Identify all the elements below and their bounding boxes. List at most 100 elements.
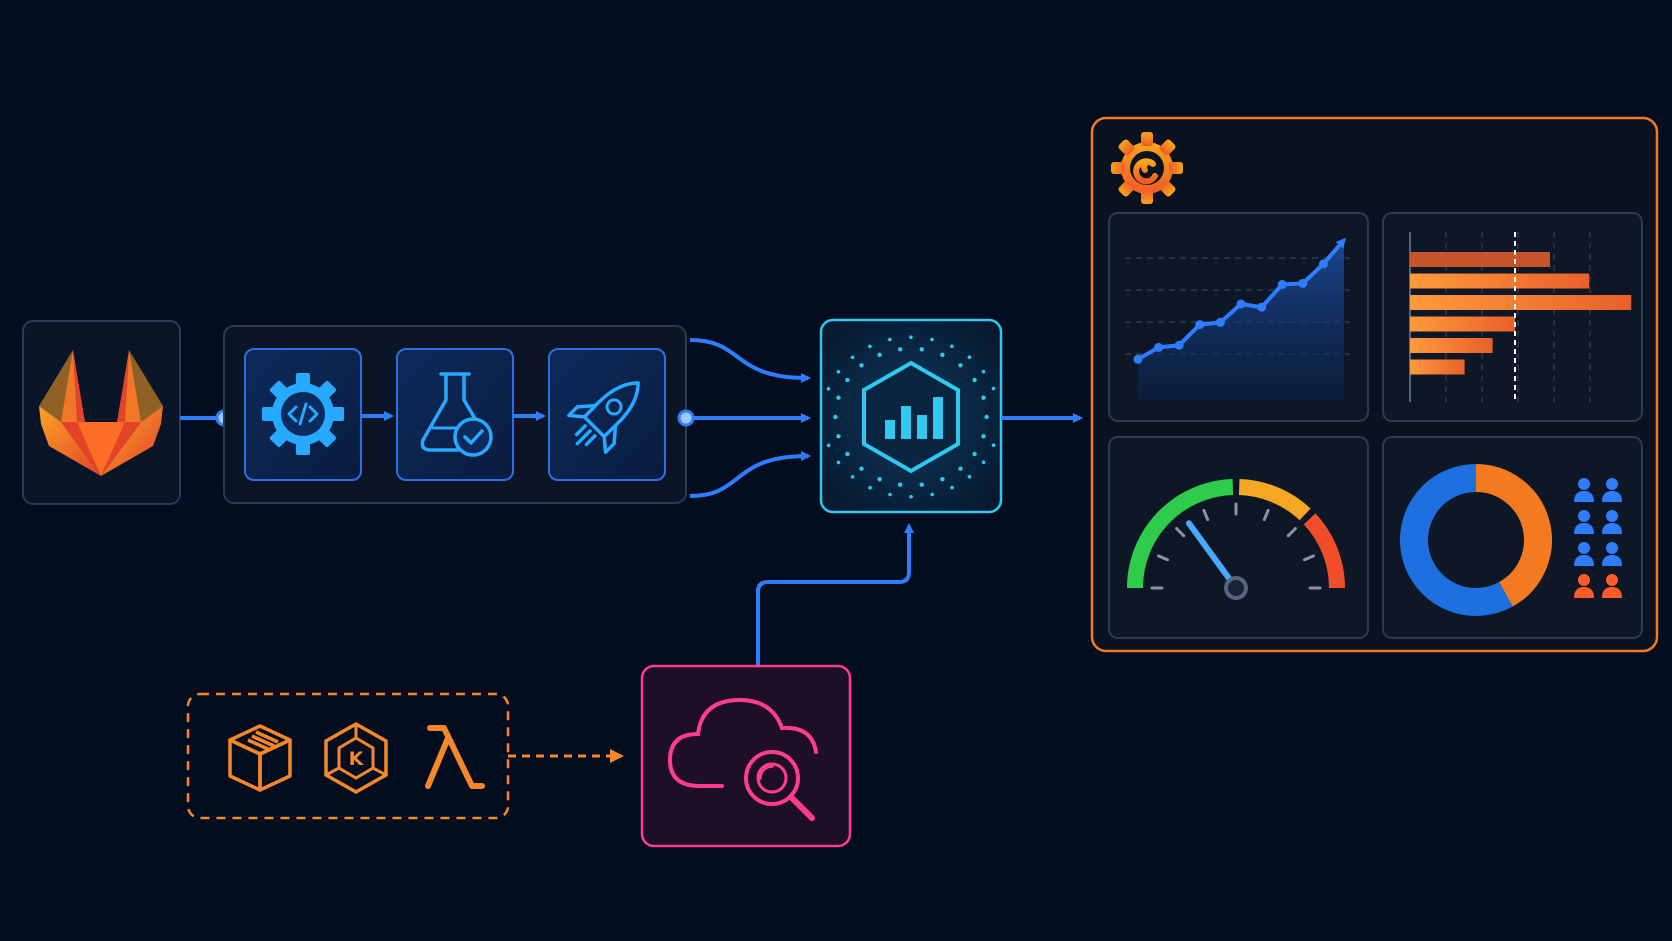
person-body xyxy=(1602,587,1622,598)
grafana-tooth xyxy=(1141,132,1153,146)
person-head xyxy=(1606,510,1618,522)
sparkle-dot xyxy=(958,363,963,368)
test-stage xyxy=(396,348,514,481)
person-icon xyxy=(1574,478,1594,502)
gauge-tick xyxy=(1286,527,1297,538)
sparkle-dot xyxy=(836,369,841,374)
sparkle-dot xyxy=(868,344,872,349)
person-icon xyxy=(1574,542,1594,566)
sparkle-dot xyxy=(836,395,841,400)
people-icons xyxy=(1574,478,1622,598)
person-head xyxy=(1578,510,1590,522)
sparkle-dot xyxy=(909,495,913,499)
ec2-box-icon xyxy=(228,724,292,792)
donut-panel xyxy=(1382,436,1643,639)
person-body xyxy=(1602,555,1622,566)
line-chart-point xyxy=(1174,340,1184,350)
sparkle-dot xyxy=(836,434,841,439)
person-icon xyxy=(1574,510,1594,534)
sparkle-dot xyxy=(845,377,850,383)
hexagon-bar-chart-icon xyxy=(862,360,960,474)
line-chart-point xyxy=(1133,354,1143,364)
person-head xyxy=(1578,542,1590,554)
sparkle-dot xyxy=(981,395,986,400)
line-chart-points xyxy=(1133,259,1328,364)
person-body xyxy=(1602,523,1622,534)
donut-chart xyxy=(1399,464,1552,616)
person-body xyxy=(1574,491,1594,502)
gauge-hub xyxy=(1224,576,1248,600)
sparkle-dot xyxy=(833,414,838,420)
person-icon xyxy=(1602,510,1622,534)
sparkle-dot xyxy=(859,466,864,471)
cloudwatch-node xyxy=(640,664,852,848)
line-chart-panel xyxy=(1108,212,1369,422)
sparkle-dot xyxy=(967,474,972,479)
arrow-cloudwatch-hub xyxy=(756,523,914,665)
sparkle-dot xyxy=(991,386,996,391)
deploy-stage xyxy=(548,348,666,481)
grafana-tooth xyxy=(1159,180,1176,197)
aws-sources-group: K xyxy=(186,692,510,820)
sparkle-dot xyxy=(868,485,872,490)
gauge-segment xyxy=(1127,479,1234,589)
line-chart-point xyxy=(1236,299,1246,309)
sparkle-dot xyxy=(967,355,972,360)
person-body xyxy=(1602,491,1622,502)
grafana-tooth xyxy=(1111,162,1125,174)
person-head xyxy=(1578,478,1590,490)
sparkle-dot xyxy=(930,337,934,342)
bar xyxy=(1410,295,1632,310)
grafana-tooth xyxy=(1159,139,1176,156)
person-head xyxy=(1606,542,1618,554)
sparkle-dot xyxy=(836,460,841,465)
person-icon xyxy=(1602,542,1622,566)
sparkle-dot xyxy=(826,387,831,391)
grafana-dashboard xyxy=(1090,116,1659,653)
build-stage xyxy=(244,348,362,481)
bar xyxy=(1410,316,1515,332)
line-chart-point xyxy=(1215,317,1225,327)
sparkle-dot xyxy=(919,482,924,487)
gauge-tick xyxy=(1156,554,1170,562)
gitlab-logo xyxy=(39,350,163,476)
metrics-hub-node xyxy=(819,318,1003,514)
gauge-tick xyxy=(1262,508,1270,522)
sparkle-dot xyxy=(972,451,977,457)
bar-chart-panel xyxy=(1382,212,1643,422)
sparkle-dot xyxy=(919,347,924,352)
donut-segment xyxy=(1399,464,1513,616)
sparkle-dot xyxy=(826,443,831,448)
sparkle-dot xyxy=(940,477,945,482)
sparkle-dot xyxy=(950,344,954,349)
bar xyxy=(1410,273,1590,289)
sparkle-dots xyxy=(826,335,996,499)
sparkle-dot xyxy=(958,466,963,471)
gauge xyxy=(1127,479,1345,600)
donut-segment xyxy=(1475,464,1552,607)
sparkle-dot xyxy=(877,352,882,357)
line-chart-point xyxy=(1298,278,1308,288)
line-chart-area xyxy=(1138,240,1344,400)
person-icon xyxy=(1574,574,1594,598)
gitlab-node xyxy=(22,320,181,505)
bar xyxy=(1410,338,1493,353)
sparkle-dot xyxy=(950,485,954,490)
sparkle-dot xyxy=(981,460,986,465)
sparkle-dot xyxy=(898,347,903,352)
pipeline-group xyxy=(223,325,687,504)
person-head xyxy=(1578,574,1590,586)
gauge-tick xyxy=(1175,527,1186,538)
pipeline-hub-connectors xyxy=(686,338,811,498)
bar xyxy=(1410,252,1550,267)
sparkle-dot xyxy=(845,451,850,457)
connector-node-dot xyxy=(677,409,695,427)
line-chart-point xyxy=(1195,320,1205,330)
grafana-tooth xyxy=(1169,162,1183,174)
flask-check-icon xyxy=(420,372,493,457)
sparkle-dot xyxy=(850,355,855,360)
eks-k-hexagon-icon: K xyxy=(324,721,388,795)
gauge-tick xyxy=(1202,508,1210,522)
gauge-segment xyxy=(1303,513,1345,589)
